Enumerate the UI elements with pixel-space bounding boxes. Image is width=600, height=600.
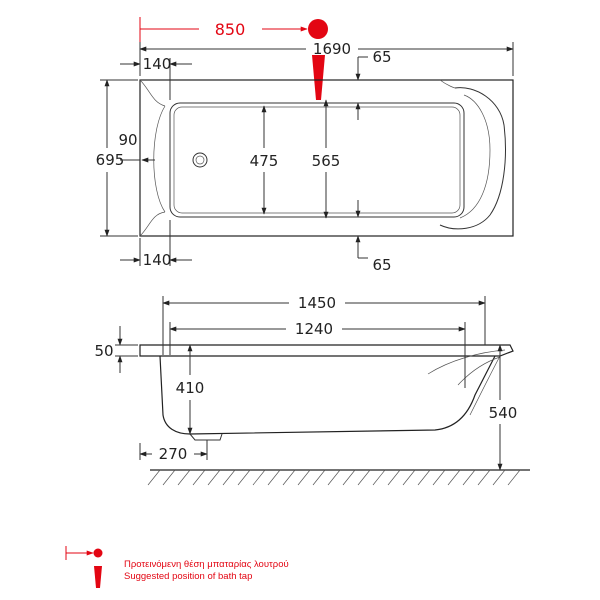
dim-right-bottom-offset: 65 [372,256,391,274]
tap-position-marker: 850 [139,17,328,100]
tap-distance-label: 850 [215,20,246,39]
dim-left-rim-bottom: 140 [143,251,172,269]
dim-inner-length: 1240 [295,320,333,338]
dim-overall-width: 695 [96,151,125,169]
dim-left-rim-top: 140 [143,55,172,73]
dim-overall-height: 540 [489,404,518,422]
tap-legend: Προτεινόμενη θέση μπαταρίας λουτρού Sugg… [65,546,289,588]
legend-text-greek: Προτεινόμενη θέση μπαταρίας λουτρού [124,559,289,570]
dim-inner-depth: 410 [176,379,205,397]
dim-inner-width: 475 [250,152,279,170]
dim-basin-width: 565 [312,152,341,170]
tap-dot-icon [308,19,328,39]
dim-top-length: 1450 [298,294,336,312]
dim-rim-height: 50 [94,342,113,360]
legend-tap-dot-icon [93,548,103,558]
legend-text-english: Suggested position of bath tap [124,571,252,582]
drain-icon [192,152,208,168]
dim-drain-offset: 90 [118,131,137,149]
tap-spout-icon [312,55,325,100]
dim-foot-offset: 270 [159,445,188,463]
floor-hatching [147,469,521,486]
side-view: 1450 1240 50 410 540 270 [94,294,530,486]
dim-overall-length: 1690 [313,40,351,58]
legend-tap-spout-icon [94,566,102,588]
top-view: 1690 140 65 695 90 475 565 140 [96,40,514,274]
dim-right-top-offset: 65 [372,48,391,66]
